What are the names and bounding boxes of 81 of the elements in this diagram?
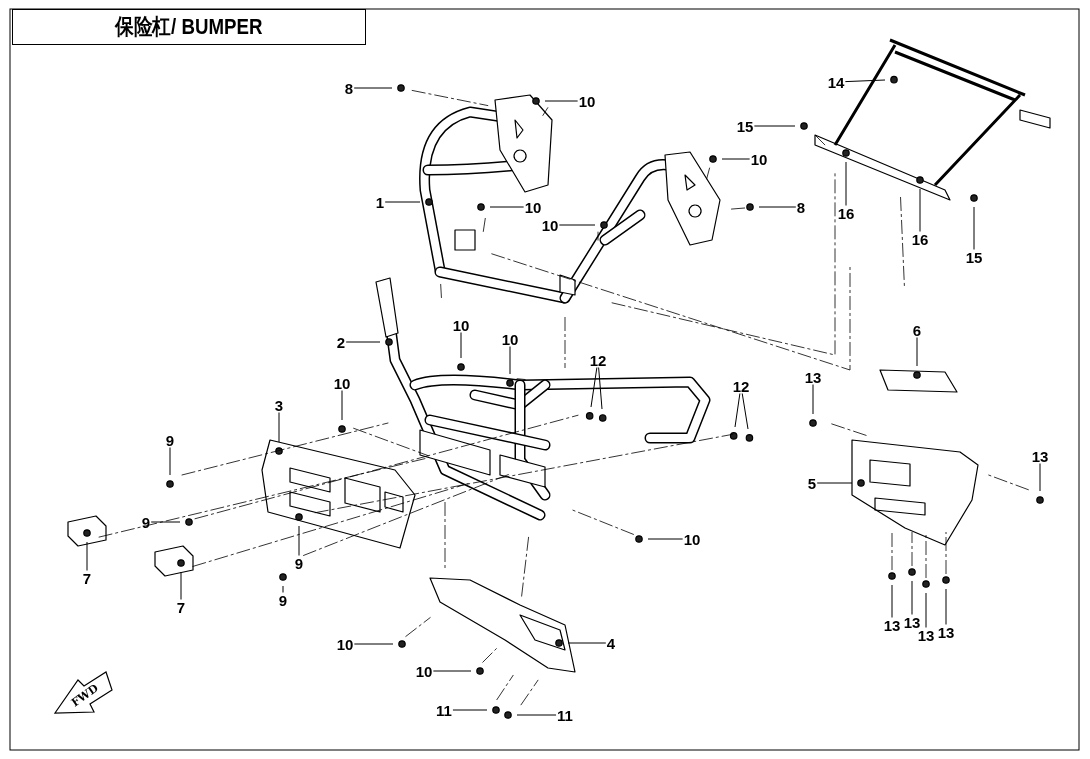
leader-line — [911, 580, 913, 615]
leader-line — [916, 337, 918, 367]
callout-number: 9 — [293, 555, 305, 571]
leader-line — [567, 642, 607, 644]
leader-line — [758, 206, 797, 208]
leader-line — [150, 521, 181, 523]
callout-number: 10 — [523, 199, 543, 215]
callout-number: 4 — [605, 635, 617, 651]
callout-number: 10 — [540, 217, 560, 233]
leader-line — [460, 332, 462, 359]
callout-number: 10 — [414, 663, 434, 679]
leader-line — [544, 100, 579, 102]
callout-number: 8 — [343, 80, 355, 96]
leader-line — [845, 161, 847, 206]
leader-line — [741, 393, 749, 430]
callout-number: 6 — [911, 322, 923, 338]
leader-line — [925, 592, 927, 628]
callout-number: 2 — [335, 334, 347, 350]
callout-number: 7 — [175, 599, 187, 615]
leader-line — [945, 588, 947, 625]
callout-number: 3 — [273, 397, 285, 413]
leader-line — [353, 87, 393, 89]
leader-line — [891, 584, 893, 618]
callout-number: 10 — [577, 93, 597, 109]
callout-number: 15 — [964, 249, 984, 265]
callout-number: 13 — [803, 369, 823, 385]
leader-line — [558, 224, 596, 226]
callout-number: 9 — [164, 432, 176, 448]
callout-number: 7 — [81, 570, 93, 586]
leader-line — [753, 125, 796, 127]
callout-number: 13 — [902, 614, 922, 630]
leader-line — [432, 670, 472, 672]
callout-number: 10 — [749, 151, 769, 167]
leader-line — [169, 447, 171, 476]
callout-number: 13 — [882, 617, 902, 633]
callout-number: 14 — [826, 74, 846, 90]
leader-line — [180, 571, 182, 600]
callout-number: 13 — [1030, 448, 1050, 464]
leader-line — [489, 206, 525, 208]
callout-number: 15 — [735, 118, 755, 134]
title-text: 保险杠/ BUMPER — [115, 13, 263, 41]
leader-line — [86, 541, 88, 571]
callout-number: 9 — [277, 592, 289, 608]
leader-line — [516, 714, 557, 716]
leader-line — [298, 525, 300, 556]
callout-number: 8 — [795, 199, 807, 215]
leader-line — [282, 585, 284, 593]
callout-number: 10 — [682, 531, 702, 547]
callout-number: 9 — [140, 514, 152, 530]
callout-number: 12 — [731, 378, 751, 394]
leader-line — [590, 367, 598, 408]
leader-line — [353, 643, 394, 645]
callout-number: 10 — [451, 317, 471, 333]
callout-number: 10 — [335, 636, 355, 652]
callout-number: 5 — [806, 475, 818, 491]
leader-line — [973, 206, 975, 250]
leader-line — [647, 538, 684, 540]
leader-line — [384, 201, 421, 203]
leader-line — [816, 482, 853, 484]
callout-number: 13 — [936, 624, 956, 640]
leader-line — [919, 188, 921, 232]
leader-line — [812, 384, 814, 415]
callout-number: 10 — [500, 331, 520, 347]
leader-line — [844, 79, 886, 83]
leader-line — [278, 412, 280, 443]
leader-line — [452, 709, 488, 711]
leader-line — [345, 341, 381, 343]
leader-line — [734, 393, 741, 428]
callout-number: 16 — [836, 205, 856, 221]
leader-line — [341, 390, 343, 421]
callout-number: 16 — [910, 231, 930, 247]
callout-number: 10 — [332, 375, 352, 391]
leader-line — [721, 158, 751, 160]
callout-number: 12 — [588, 352, 608, 368]
callout-number: 11 — [435, 702, 453, 718]
leader-line — [598, 367, 603, 410]
callout-number: 13 — [916, 627, 936, 643]
callout-number: 1 — [374, 194, 386, 210]
leader-line — [509, 346, 511, 375]
leader-line — [1039, 463, 1041, 492]
callout-number: 11 — [556, 707, 574, 723]
